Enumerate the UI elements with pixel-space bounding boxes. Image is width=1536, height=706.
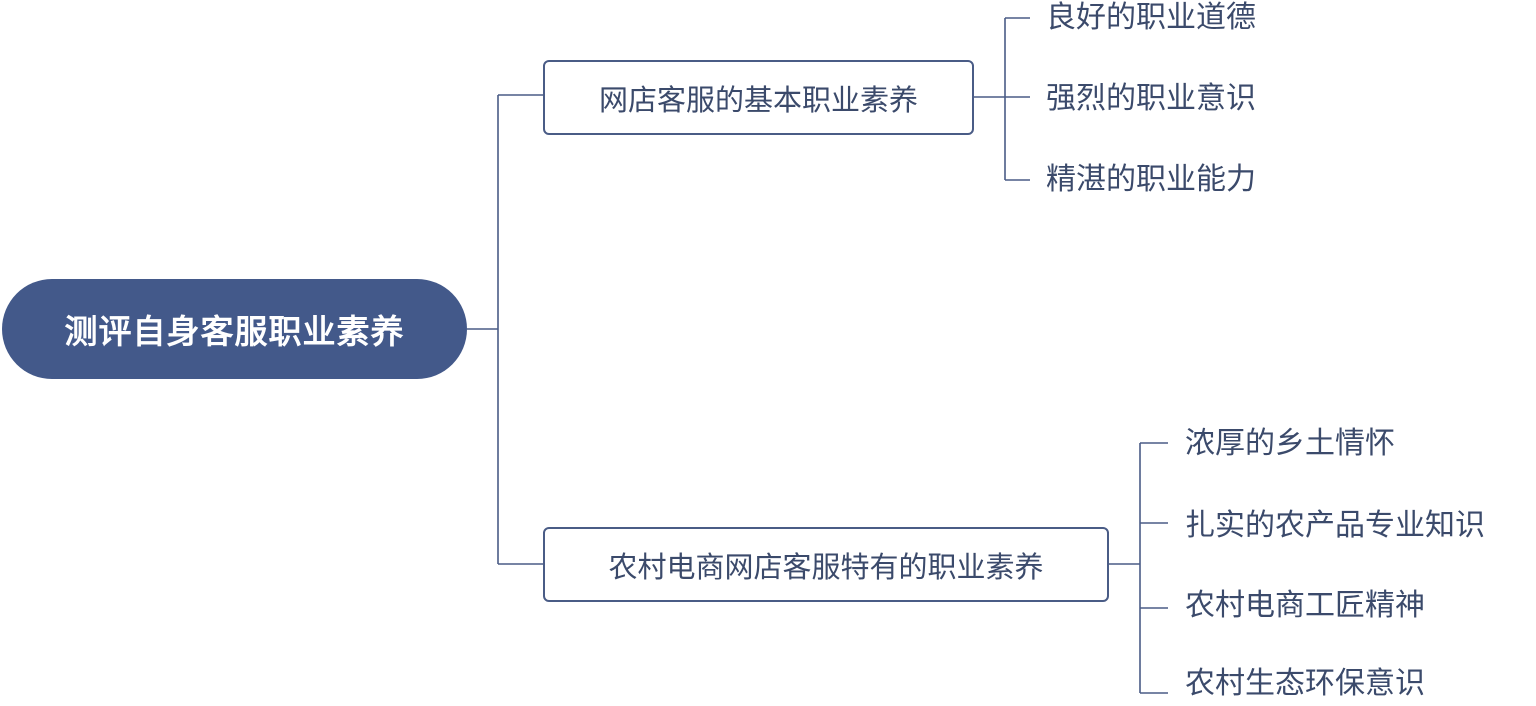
branch-label: 网店客服的基本职业素养 <box>598 82 918 117</box>
leaf-node[interactable]: 扎实的农产品专业知识 <box>1185 508 1485 543</box>
leaf-node[interactable]: 农村生态环保意识 <box>1185 666 1425 701</box>
branch-node-basic-qualities[interactable]: 网店客服的基本职业素养 <box>543 60 974 135</box>
root-label: 测评自身客服职业素养 <box>64 312 405 351</box>
branch-label: 农村电商网店客服特有的职业素养 <box>608 549 1044 584</box>
leaf-node[interactable]: 强烈的职业意识 <box>1046 81 1256 116</box>
leaf-node[interactable]: 精湛的职业能力 <box>1046 162 1256 197</box>
leaf-node[interactable]: 浓厚的乡土情怀 <box>1185 426 1395 461</box>
leaf-node[interactable]: 农村电商工匠精神 <box>1185 588 1425 623</box>
leaf-node[interactable]: 良好的职业道德 <box>1046 0 1256 35</box>
root-node[interactable]: 测评自身客服职业素养 <box>2 279 467 379</box>
branch-node-rural-ecommerce-qualities[interactable]: 农村电商网店客服特有的职业素养 <box>543 527 1109 602</box>
